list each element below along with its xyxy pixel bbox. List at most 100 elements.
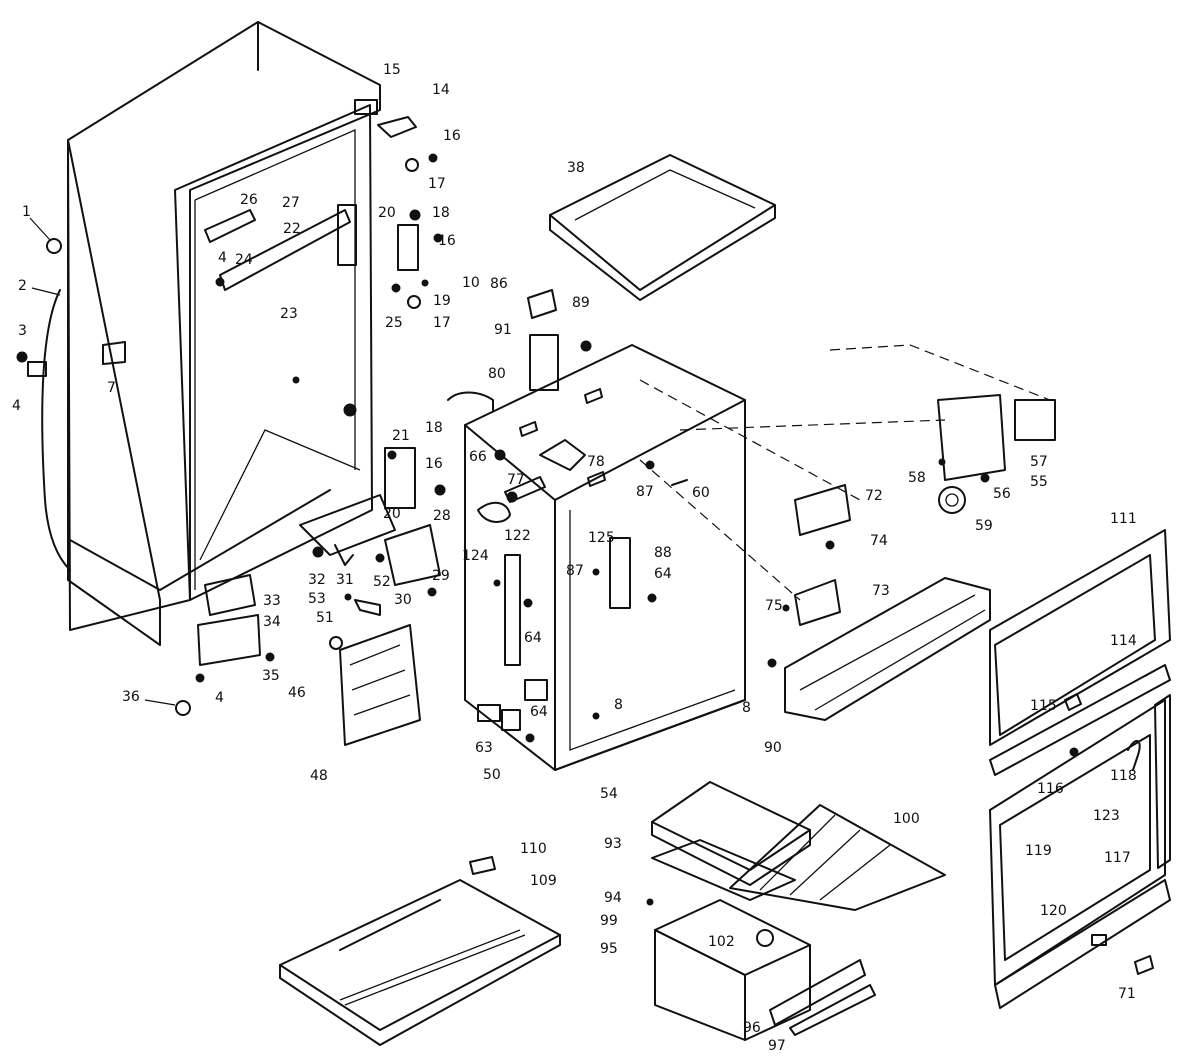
label-125: 125	[588, 530, 615, 546]
label-18b: 18	[425, 420, 443, 436]
crisper-group	[646, 781, 946, 1041]
label-19: 19	[433, 293, 451, 309]
label-21: 21	[392, 428, 410, 444]
label-91: 91	[494, 322, 512, 338]
label-46: 46	[288, 685, 306, 701]
label-59: 59	[975, 518, 993, 534]
label-60: 60	[692, 485, 710, 501]
shelf	[549, 154, 776, 301]
label-58a: 58	[908, 470, 926, 486]
label-10: 10	[462, 275, 480, 291]
label-38: 38	[567, 160, 585, 176]
label-34: 34	[263, 614, 281, 630]
left-small-parts	[16, 238, 357, 571]
label-100: 100	[893, 811, 920, 827]
label-77: 77	[507, 472, 525, 488]
label-94: 94	[604, 890, 622, 906]
upper-rail-group	[204, 204, 357, 291]
label-93: 93	[604, 836, 622, 852]
label-118: 118	[1110, 768, 1137, 784]
label-28: 28	[433, 508, 451, 524]
label-74: 74	[870, 533, 888, 549]
label-66: 66	[469, 449, 487, 465]
label-25: 25	[385, 315, 403, 331]
label-90: 90	[764, 740, 782, 756]
label-24: 24	[235, 252, 253, 268]
label-73: 73	[872, 583, 890, 599]
label-22: 22	[283, 221, 301, 237]
label-55: 55	[1030, 474, 1048, 490]
label-36: 36	[122, 689, 140, 705]
label-1: 1	[22, 204, 31, 220]
label-109: 109	[530, 873, 557, 889]
label-56: 56	[993, 486, 1011, 502]
label-8a: 8	[614, 697, 623, 713]
label-64a: 64	[654, 566, 672, 582]
label-110: 110	[520, 841, 547, 857]
label-26: 26	[240, 192, 258, 208]
label-20b: 20	[383, 506, 401, 522]
doors	[989, 529, 1171, 1009]
lower-bracket-group	[175, 447, 446, 716]
label-29: 29	[432, 568, 450, 584]
label-14: 14	[432, 82, 450, 98]
inner-liner	[464, 344, 746, 771]
label-33: 33	[263, 593, 281, 609]
label-52: 52	[373, 574, 391, 590]
label-2: 2	[18, 278, 27, 294]
label-15: 15	[383, 62, 401, 78]
label-120: 120	[1040, 903, 1067, 919]
label-122: 122	[504, 528, 531, 544]
grille	[339, 624, 421, 746]
label-53: 53	[308, 591, 326, 607]
label-87b: 87	[566, 563, 584, 579]
label-8b: 8	[742, 700, 751, 716]
label-75: 75	[765, 598, 783, 614]
label-71: 71	[1118, 986, 1136, 1002]
label-35: 35	[262, 668, 280, 684]
label-72: 72	[865, 488, 883, 504]
label-23: 23	[280, 306, 298, 322]
label-88: 88	[654, 545, 672, 561]
label-99: 99	[600, 913, 618, 929]
upper-hinge-group	[354, 99, 443, 309]
label-16b: 16	[438, 233, 456, 249]
label-3: 3	[18, 323, 27, 339]
label-57: 57	[1030, 454, 1048, 470]
label-4b: 4	[218, 250, 227, 266]
control-housing	[784, 577, 991, 721]
label-123: 123	[1093, 808, 1120, 824]
label-114: 114	[1110, 633, 1137, 649]
right-small-parts	[639, 344, 1056, 668]
floor-pan	[279, 856, 561, 1046]
label-7: 7	[107, 380, 116, 396]
label-116: 116	[1037, 781, 1064, 797]
label-119: 119	[1025, 843, 1052, 859]
label-51: 51	[316, 610, 334, 626]
label-78: 78	[587, 454, 605, 470]
label-31: 31	[336, 572, 354, 588]
label-117: 117	[1104, 850, 1131, 866]
label-89: 89	[572, 295, 590, 311]
label-64b: 64	[524, 630, 542, 646]
label-16a: 16	[443, 128, 461, 144]
label-48: 48	[310, 768, 328, 784]
label-16c: 16	[425, 456, 443, 472]
label-54: 54	[600, 786, 618, 802]
label-17a: 17	[428, 176, 446, 192]
label-18a: 18	[432, 205, 450, 221]
label-87a: 87	[636, 484, 654, 500]
cabinet	[67, 21, 381, 646]
label-4a: 4	[12, 398, 21, 414]
label-86: 86	[490, 276, 508, 292]
label-50: 50	[483, 767, 501, 783]
label-80: 80	[488, 366, 506, 382]
label-4c: 4	[215, 690, 224, 706]
label-124: 124	[462, 548, 489, 564]
label-27: 27	[282, 195, 300, 211]
callout-labels: 1 2 3 4 7 15 14 16 17 26 27 20 18 22 16 …	[12, 62, 1137, 1054]
label-102: 102	[708, 934, 735, 950]
label-97: 97	[768, 1038, 786, 1054]
top-small-parts	[447, 289, 592, 411]
